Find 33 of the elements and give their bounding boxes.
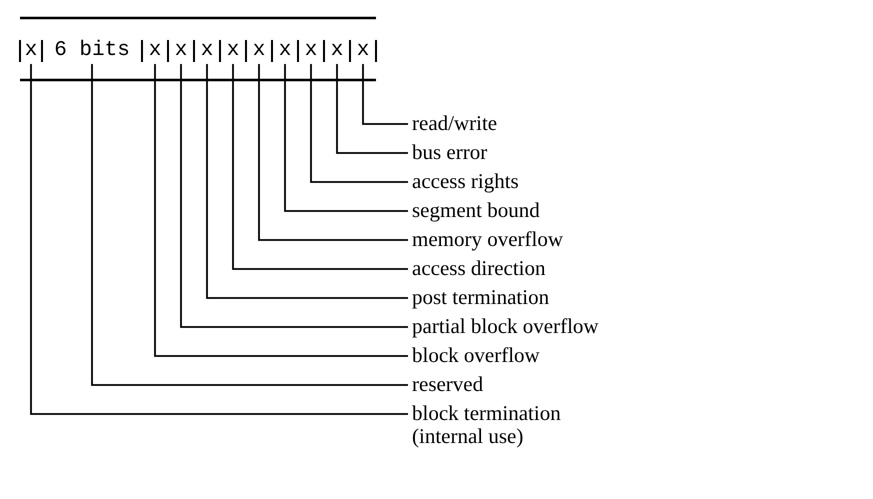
bit-field-cell: x [298, 38, 324, 64]
field-label: post termination [412, 286, 712, 309]
leader-line [232, 64, 408, 270]
field-label: partial block overflow [412, 315, 712, 338]
bit-field-cell: x [220, 38, 246, 64]
leader-line [336, 64, 408, 154]
bit-field-cell: x [20, 38, 42, 64]
bit-field-cell: x [142, 38, 168, 64]
field-label: access rights [412, 170, 712, 193]
field-label: reserved [412, 373, 712, 396]
leader-line [310, 64, 408, 183]
bit-field-cell: x [194, 38, 220, 64]
leader-line [180, 64, 408, 328]
leader-line [284, 64, 408, 212]
field-label: access direction [412, 257, 712, 280]
leader-line [258, 64, 408, 241]
field-label: block termination (internal use) [412, 402, 602, 448]
field-label: segment bound [412, 199, 712, 222]
bit-field-cell: x [324, 38, 350, 64]
bit-field-cell: x [272, 38, 298, 64]
leader-line [206, 64, 408, 299]
leader-line [362, 64, 408, 125]
bit-field-cell: x [168, 38, 194, 64]
field-label: read/write [412, 112, 712, 135]
leader-line [30, 64, 408, 415]
field-label: bus error [412, 141, 712, 164]
field-label: memory overflow [412, 228, 712, 251]
field-label: block overflow [412, 344, 712, 367]
bit-field-cell: x [350, 38, 376, 64]
leader-line [91, 64, 408, 386]
leader-line [154, 64, 408, 357]
bit-field-cell: x [246, 38, 272, 64]
bit-field-cell: 6 bits [42, 38, 142, 64]
